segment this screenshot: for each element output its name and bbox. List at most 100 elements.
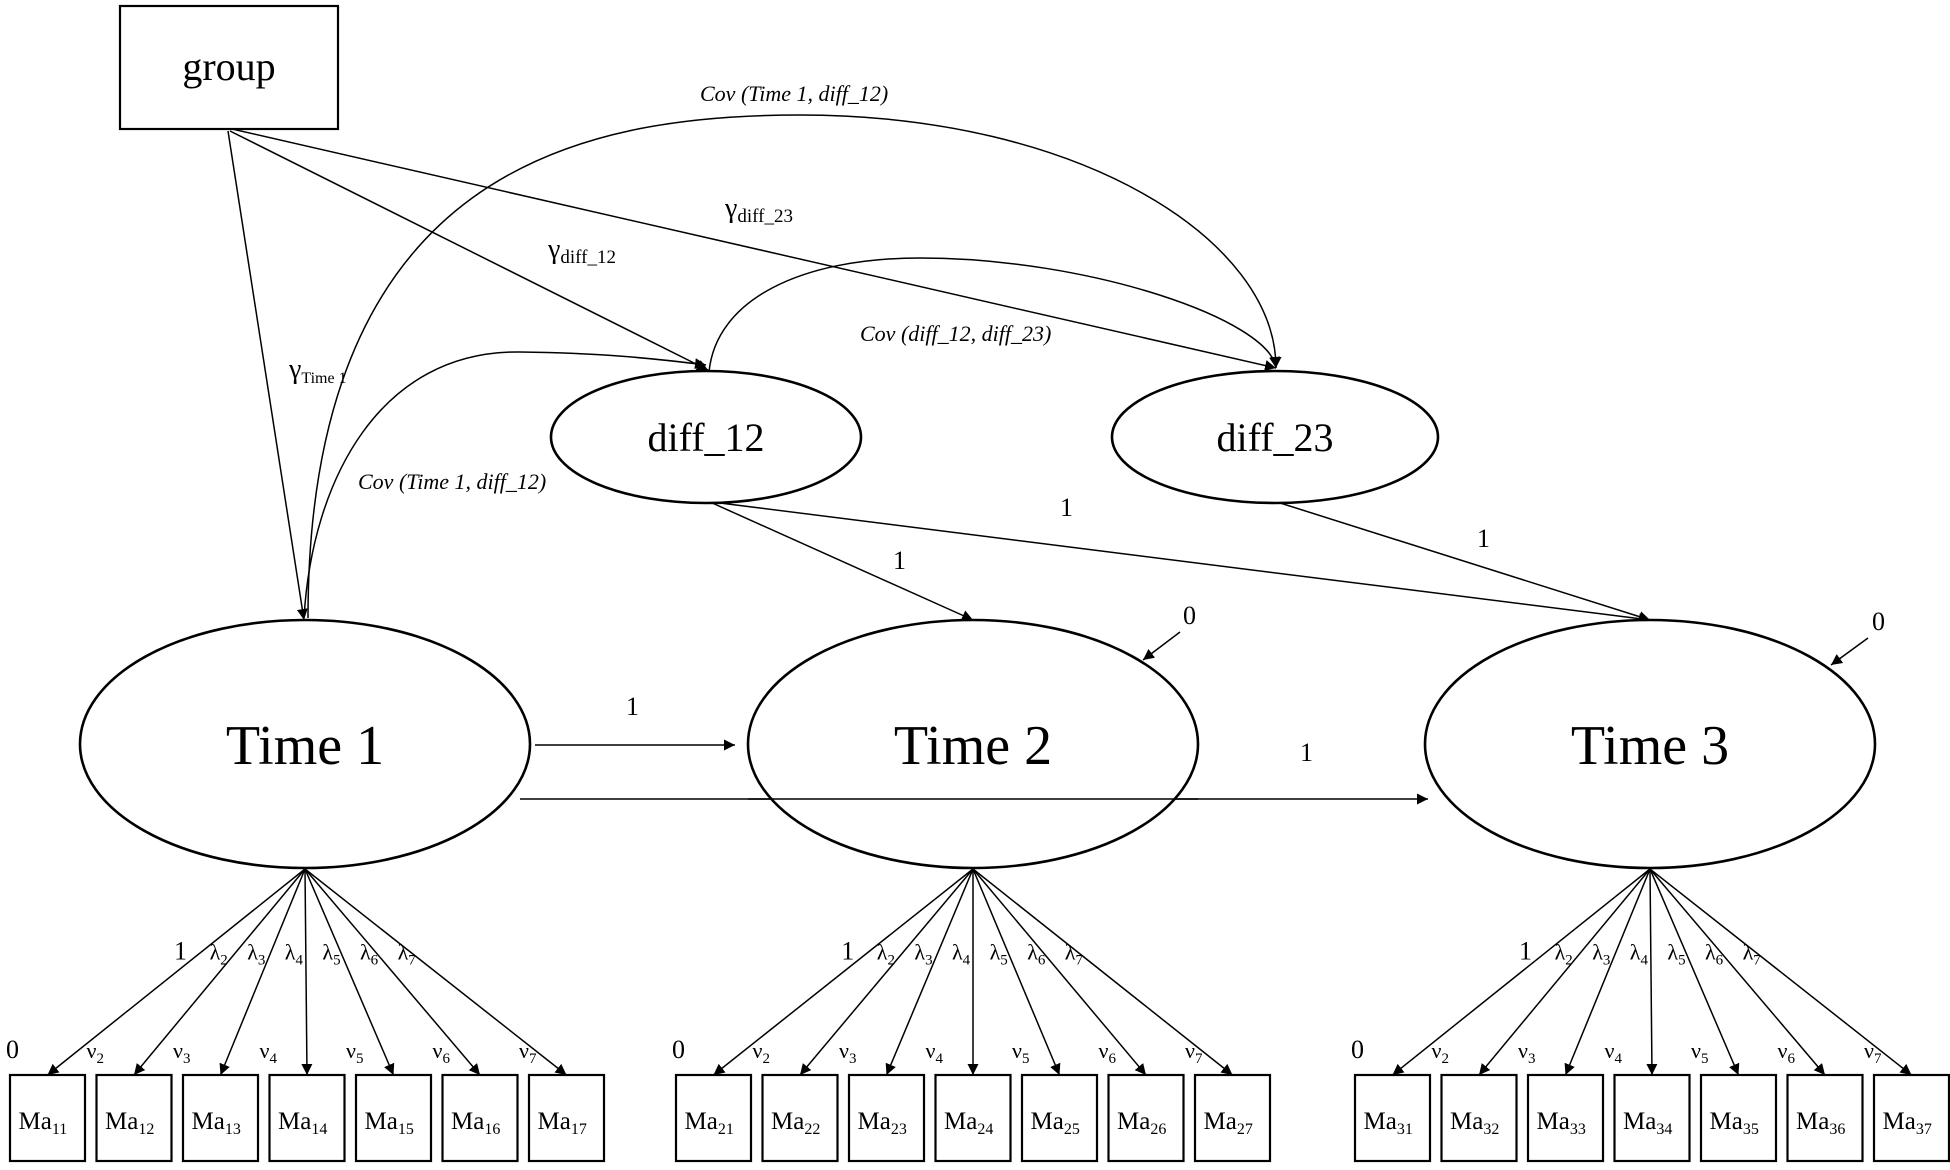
indicator-label: Ma37 bbox=[1883, 1108, 1932, 1138]
path-diff12-time2 bbox=[709, 501, 974, 621]
gamma-time1-label: γTime 1 bbox=[288, 354, 347, 387]
intercept-nu-label: ν5 bbox=[1012, 1038, 1029, 1067]
path-group-diff12 bbox=[229, 130, 709, 371]
indicator-box bbox=[1193, 1073, 1272, 1163]
gamma-diff12-label: γdiff_12 bbox=[547, 234, 616, 268]
loading-lambda-label: λ5 bbox=[990, 939, 1008, 968]
indicator-label: Ma14 bbox=[278, 1108, 327, 1138]
indicator-box bbox=[1699, 1073, 1778, 1163]
loading-lambda-label: λ4 bbox=[952, 939, 971, 968]
intercept-nu-label: ν5 bbox=[346, 1038, 363, 1067]
intercept-nu-label: ν7 bbox=[1864, 1038, 1882, 1067]
node-diff23-label: diff_23 bbox=[1216, 415, 1333, 460]
loading-fixed-label: 1 bbox=[1519, 936, 1532, 965]
indicator-label: Ma36 bbox=[1796, 1108, 1845, 1138]
residual-time3-arrow bbox=[1830, 637, 1869, 666]
loading-lambda-label: λ6 bbox=[1027, 939, 1046, 968]
loading-lambda-label: λ4 bbox=[1630, 939, 1649, 968]
loading-time1-time2-label: 1 bbox=[626, 692, 639, 721]
cov-time1-diff23-label: Cov (Time 1, diff_12) bbox=[700, 81, 888, 106]
indicator-label: Ma15 bbox=[365, 1108, 414, 1138]
indicator-label: Ma21 bbox=[685, 1108, 734, 1138]
loading-fixed-label: 1 bbox=[841, 936, 854, 965]
loading-lambda-label: λ7 bbox=[398, 939, 417, 968]
loading-arrow bbox=[1478, 868, 1651, 1076]
intercept-nu-label: ν7 bbox=[1185, 1038, 1203, 1067]
loading-arrow bbox=[1649, 868, 1826, 1076]
loading-lambda-label: λ4 bbox=[285, 939, 304, 968]
loading-arrow bbox=[47, 868, 306, 1076]
intercept-nu-label: ν4 bbox=[260, 1038, 278, 1067]
path-group-time1 bbox=[227, 130, 308, 621]
node-time3-ellipse bbox=[1423, 618, 1877, 870]
indicator-label: Ma33 bbox=[1537, 1108, 1586, 1138]
intercept-fixed-label: 0 bbox=[672, 1035, 685, 1064]
loading-lambda-label: λ6 bbox=[1705, 939, 1724, 968]
indicator-box bbox=[1440, 1073, 1518, 1163]
loading-arrow bbox=[304, 868, 395, 1076]
indicator-label: Ma23 bbox=[858, 1108, 907, 1138]
indicator-box bbox=[934, 1073, 1012, 1163]
indicator-label: Ma24 bbox=[944, 1108, 993, 1138]
cov-diff12-diff23-label: Cov (diff_12, diff_23) bbox=[860, 321, 1051, 346]
indicator-box bbox=[181, 1073, 260, 1163]
indicator-box bbox=[761, 1073, 839, 1163]
loading-arrow bbox=[304, 868, 481, 1076]
intercept-nu-label: ν6 bbox=[1778, 1038, 1796, 1067]
loading-lambda-label: λ2 bbox=[210, 939, 228, 968]
node-diff12-ellipse bbox=[549, 369, 863, 505]
loading-arrow bbox=[219, 868, 306, 1076]
intercept-nu-label: ν6 bbox=[1099, 1038, 1117, 1067]
gamma-diff23-label: γdiff_23 bbox=[724, 193, 793, 227]
intercept-nu-label: ν4 bbox=[926, 1038, 944, 1067]
loading-arrow bbox=[1646, 868, 1658, 1076]
loading-lambda-label: λ3 bbox=[247, 939, 265, 968]
loading-arrow bbox=[1649, 868, 1740, 1076]
node-time2-label: Time 2 bbox=[894, 715, 1052, 777]
loading-arrow bbox=[301, 868, 313, 1076]
loading-diff12-time2-label: 1 bbox=[893, 546, 906, 575]
intercept-nu-label: ν5 bbox=[1691, 1038, 1708, 1067]
loading-arrow bbox=[304, 868, 567, 1076]
indicator-box bbox=[1526, 1073, 1605, 1163]
intercept-nu-label: ν3 bbox=[173, 1038, 190, 1067]
loading-lambda-label: λ2 bbox=[1555, 939, 1573, 968]
loading-arrow bbox=[1392, 868, 1651, 1076]
indicator-box bbox=[1872, 1073, 1950, 1163]
loading-diff12-time3-label: 1 bbox=[1060, 493, 1073, 522]
loading-arrow bbox=[713, 868, 974, 1076]
intercept-nu-label: ν2 bbox=[87, 1038, 104, 1067]
indicator-box bbox=[1613, 1073, 1691, 1163]
indicator-label: Ma31 bbox=[1364, 1108, 1413, 1138]
intercept-nu-label: ν4 bbox=[1605, 1038, 1623, 1067]
path-diff12-time3 bbox=[711, 501, 1651, 625]
loading-arrow bbox=[1564, 868, 1651, 1076]
loading-fixed-label: 1 bbox=[174, 936, 187, 965]
node-group-label: group bbox=[182, 44, 275, 89]
indicator-box bbox=[847, 1073, 926, 1163]
residual-time2-label: 0 bbox=[1183, 601, 1196, 630]
indicator-label: Ma13 bbox=[192, 1108, 241, 1138]
node-time3-label: Time 3 bbox=[1571, 715, 1729, 777]
loading-arrow bbox=[133, 868, 306, 1076]
indicator-box bbox=[1020, 1073, 1099, 1163]
cov-time1-diff12-arc bbox=[303, 351, 707, 619]
indicator-label: Ma22 bbox=[771, 1108, 820, 1138]
loading-lambda-label: λ7 bbox=[1743, 939, 1762, 968]
intercept-nu-label: ν6 bbox=[433, 1038, 451, 1067]
indicator-box bbox=[527, 1073, 606, 1163]
loading-lambda-label: λ3 bbox=[914, 939, 932, 968]
cov-time1-diff12-label: Cov (Time 1, diff_12) bbox=[358, 469, 546, 494]
indicator-box bbox=[1107, 1073, 1185, 1163]
loading-lambda-label: λ6 bbox=[360, 939, 379, 968]
indicator-box bbox=[441, 1073, 519, 1163]
node-group-box bbox=[118, 4, 340, 131]
node-diff12-label: diff_12 bbox=[647, 415, 764, 460]
residual-time3-label: 0 bbox=[1872, 607, 1885, 636]
indicator-box bbox=[354, 1073, 433, 1163]
indicator-box bbox=[95, 1073, 173, 1163]
node-diff23-ellipse bbox=[1110, 369, 1440, 505]
loading-arrow bbox=[972, 868, 1061, 1076]
loading-lambda-label: λ5 bbox=[1667, 939, 1685, 968]
